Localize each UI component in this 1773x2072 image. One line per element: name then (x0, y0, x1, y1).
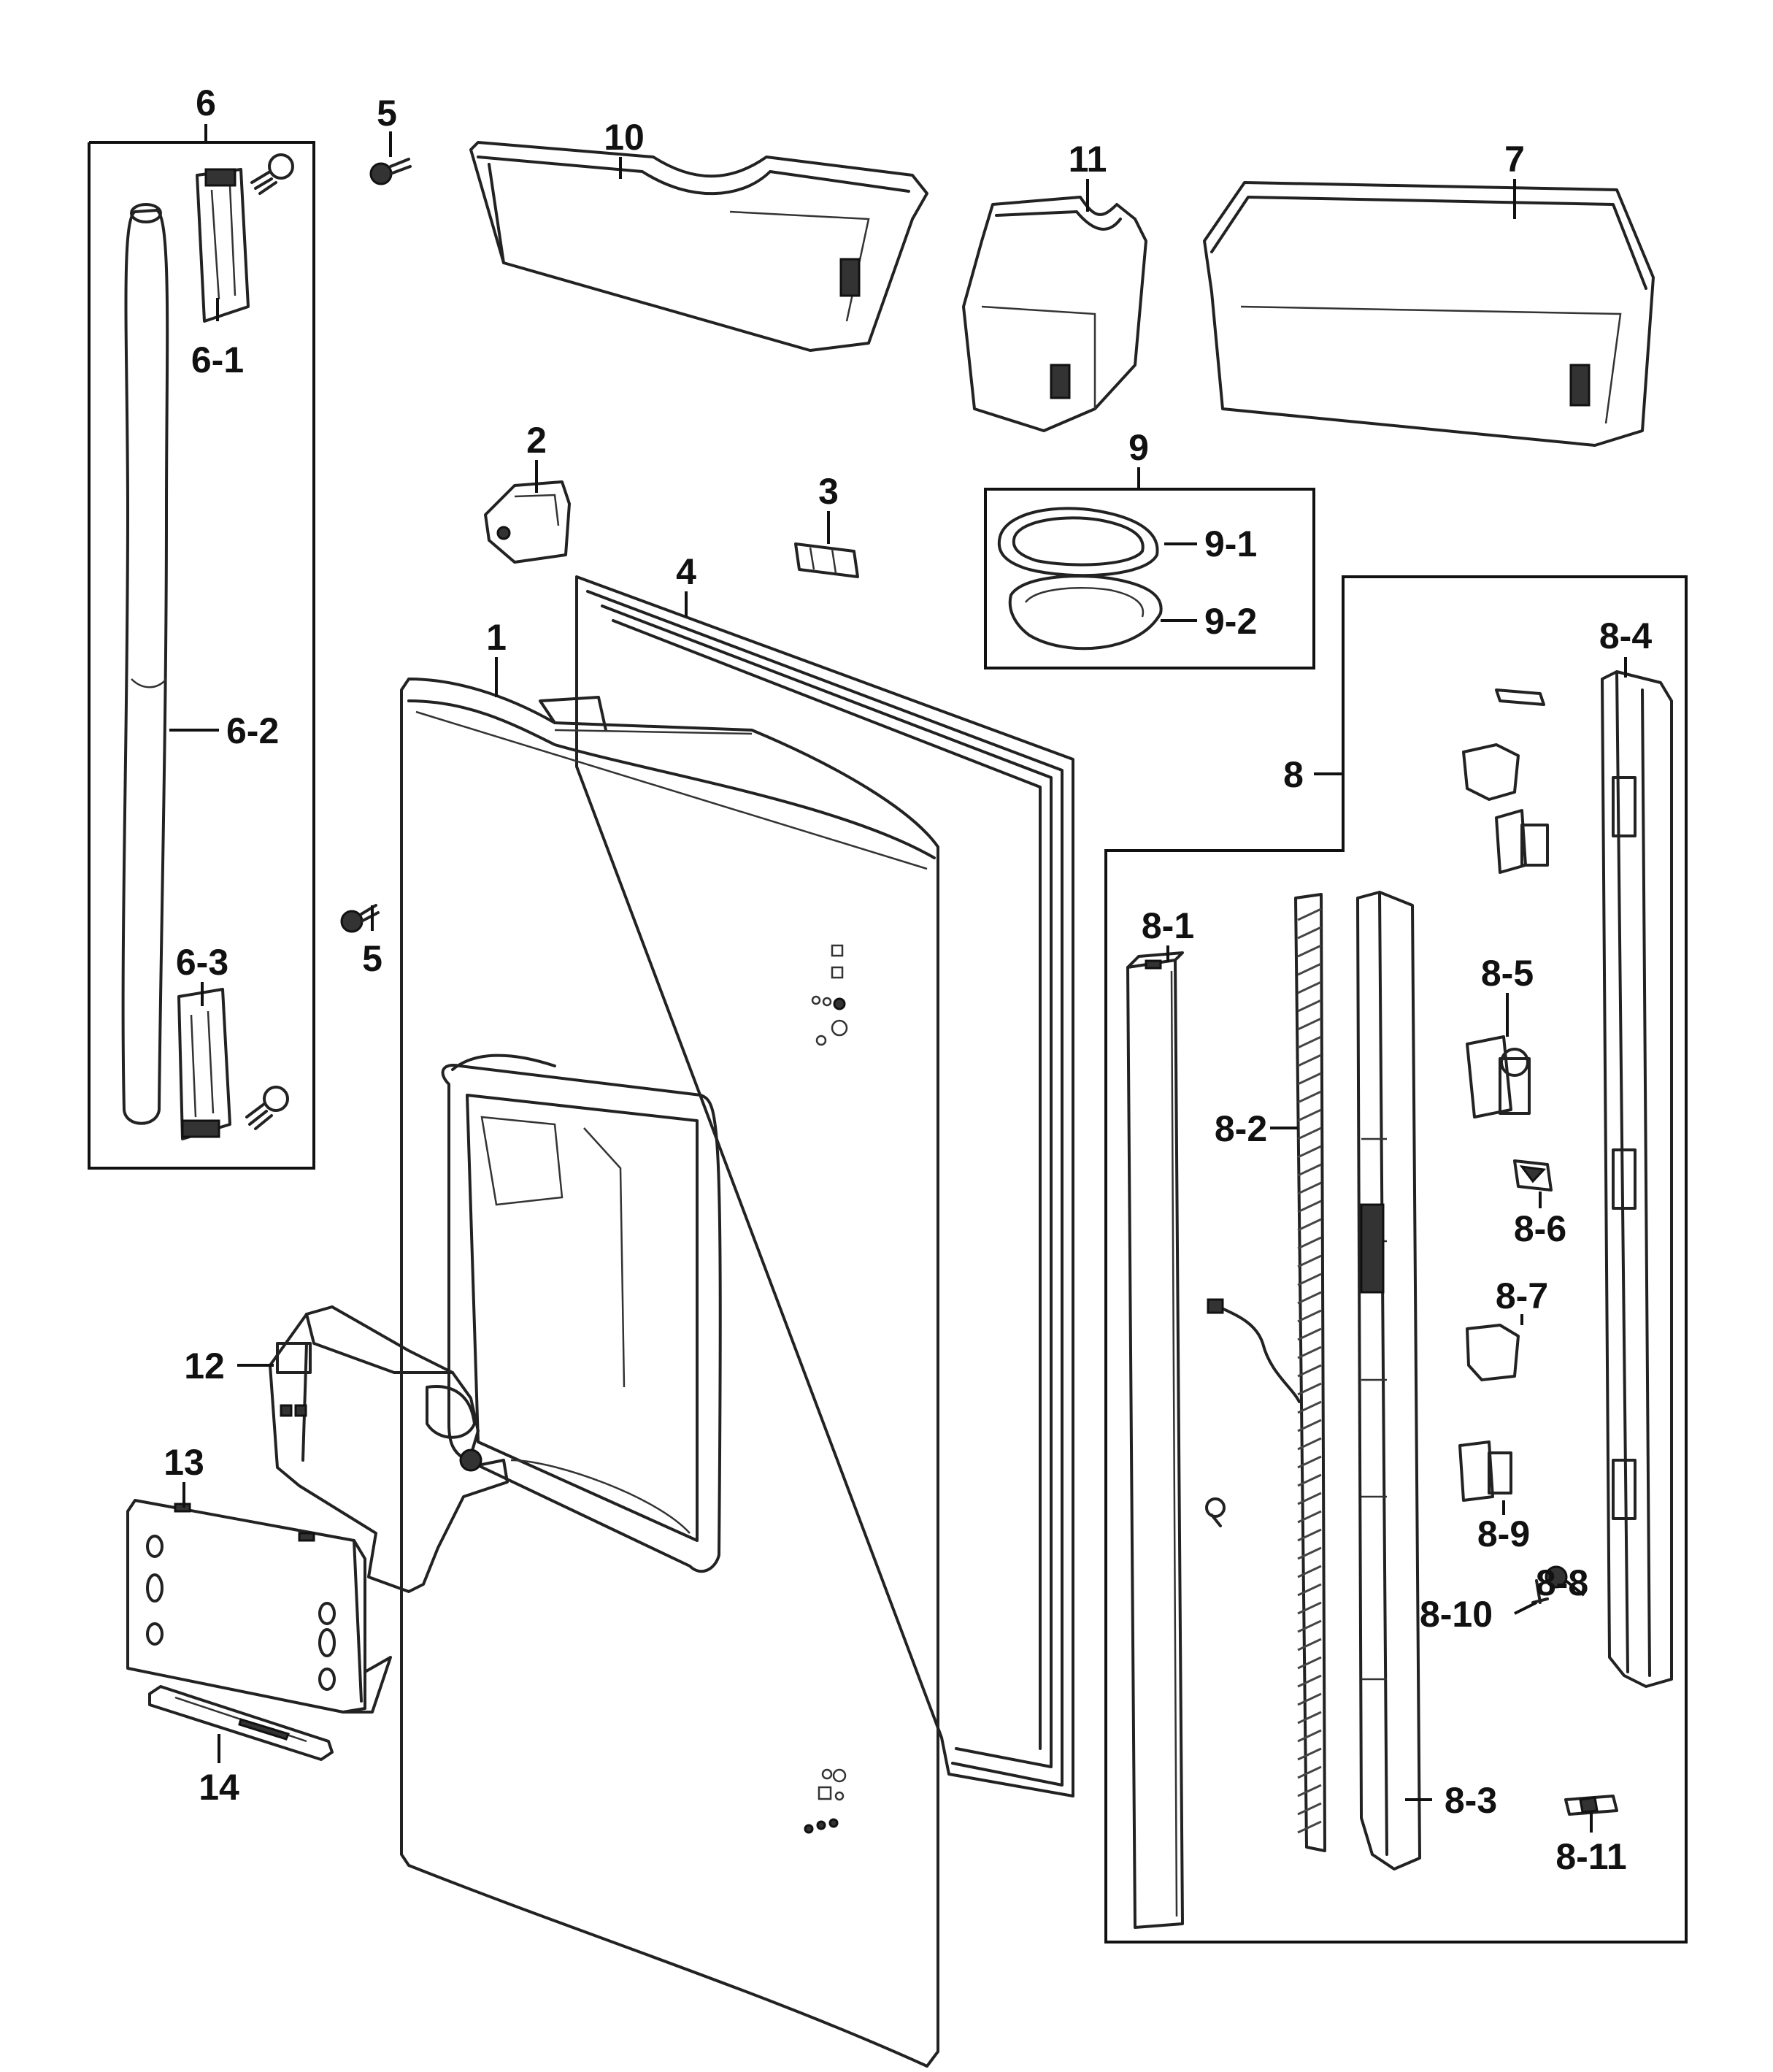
label-6: 6 (196, 83, 216, 123)
cap-3 (794, 542, 859, 578)
label-1: 1 (486, 617, 507, 658)
label-8-6: 8-6 (1514, 1208, 1566, 1249)
label-8-1: 8-1 (1142, 905, 1194, 946)
label-5-top: 5 (377, 93, 397, 134)
hinge-cover-2 (484, 480, 571, 564)
clip-top (1495, 688, 1545, 706)
clip-8-7 (1466, 1324, 1520, 1381)
screw-6-3 (245, 1086, 289, 1130)
rail-8-4 (1601, 670, 1673, 1688)
control-icons-lower (804, 1768, 847, 1834)
hinge-b (1495, 809, 1549, 874)
label-10: 10 (604, 117, 645, 158)
label-6-1: 6-1 (191, 339, 244, 380)
group-box-6 (88, 141, 315, 1170)
label-8-9: 8-9 (1477, 1513, 1530, 1554)
cap-8-6 (1513, 1159, 1553, 1192)
label-8-3: 8-3 (1445, 1780, 1497, 1821)
door-bin-10 (469, 141, 928, 352)
channel-8-3 (1356, 891, 1421, 1870)
label-8-5: 8-5 (1481, 953, 1534, 994)
label-7: 7 (1504, 139, 1525, 180)
door-bin-7 (1203, 181, 1655, 447)
hinge-8-9 (1458, 1440, 1512, 1502)
label-12: 12 (184, 1346, 225, 1386)
strip-8-1 (1126, 951, 1184, 1929)
handle-assembly (121, 153, 294, 1140)
trim-14 (148, 1685, 334, 1761)
cup-9-2 (1008, 575, 1163, 651)
door-panel-1 (400, 678, 939, 2068)
screw-6-1 (250, 153, 294, 195)
screw-5-top (369, 158, 412, 185)
label-8-2: 8-2 (1215, 1108, 1267, 1149)
label-11: 11 (1069, 139, 1107, 180)
strip-8-2 (1294, 893, 1326, 1852)
label-6-3: 6-3 (176, 942, 228, 983)
door-bin-11 (962, 196, 1147, 432)
cup-9-1 (997, 507, 1159, 578)
label-13: 13 (164, 1442, 204, 1483)
group-box-9 (984, 488, 1315, 669)
spring-8-8 (1545, 1565, 1568, 1589)
clip-8-11 (1564, 1795, 1618, 1816)
gasket-4 (575, 575, 1074, 1797)
wire-harness (1205, 1298, 1301, 1527)
label-2: 2 (526, 420, 547, 461)
label-8: 8 (1283, 754, 1304, 795)
label-3: 3 (818, 471, 839, 512)
label-6-2: 6-2 (226, 710, 279, 751)
label-8-7: 8-7 (1496, 1275, 1548, 1316)
dispenser-12 (269, 1305, 509, 1593)
label-8-4: 8-4 (1599, 615, 1652, 656)
label-8-10: 8-10 (1420, 1594, 1493, 1635)
label-8-8: 8-8 (1536, 1562, 1588, 1603)
label-14: 14 (199, 1767, 239, 1808)
label-9: 9 (1128, 427, 1149, 468)
clip-a (1462, 743, 1520, 801)
cover-plate-13 (126, 1499, 392, 1714)
hinge-8-5 (1466, 1035, 1531, 1119)
screw-5-mid (340, 904, 380, 933)
label-9-1: 9-1 (1204, 523, 1257, 564)
control-icons-upper (811, 944, 848, 1046)
label-5-mid: 5 (362, 938, 382, 979)
label-9-2: 9-2 (1204, 601, 1257, 642)
label-4: 4 (676, 551, 696, 592)
group-box-8 (1104, 575, 1688, 1944)
label-8-11: 8-11 (1555, 1836, 1626, 1877)
